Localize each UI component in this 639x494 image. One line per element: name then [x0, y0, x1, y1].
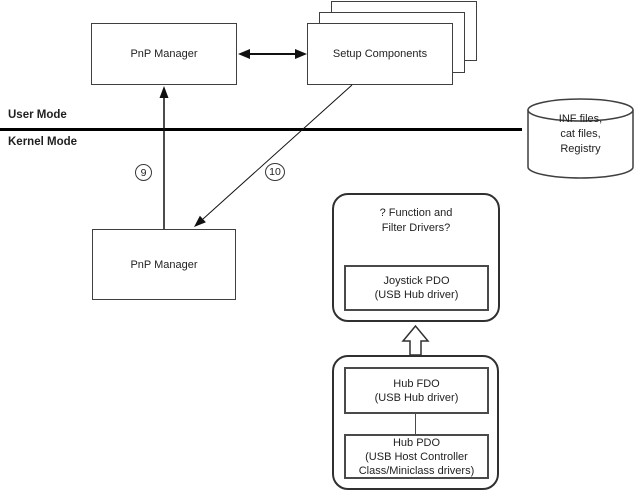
- pnp-setup-double-arrow: [238, 49, 307, 59]
- setup-components-label: Setup Components: [332, 48, 428, 60]
- step-10-number: 10: [269, 166, 281, 178]
- pnp-manager-user-label: PnP Manager: [130, 48, 198, 60]
- joystick-pdo-line: (USB Hub driver): [374, 289, 459, 301]
- arrow-9: [159, 86, 169, 229]
- function-filter-title-line: Filter Drivers?: [381, 222, 451, 234]
- joystick-pdo-box: Joystick PDO (USB Hub driver): [344, 265, 489, 311]
- setup-components-box: Setup Components: [307, 23, 453, 85]
- store-line: INF files,: [558, 113, 603, 125]
- function-filter-title-line: ? Function and: [379, 207, 453, 219]
- hub-fdo-box: Hub FDO (USB Hub driver): [344, 367, 489, 414]
- user-kernel-divider-line: [0, 128, 522, 131]
- joystick-pdo-line: Joystick PDO: [383, 275, 450, 287]
- function-filter-group-title: ? Function and Filter Drivers?: [332, 206, 500, 236]
- hub-pdo-line: Hub PDO: [392, 436, 441, 449]
- pnp-manager-kernel-label: PnP Manager: [130, 258, 198, 271]
- hub-pdo-line: Class/Miniclass drivers): [358, 464, 475, 477]
- pnp-manager-user-box: PnP Manager: [91, 23, 237, 85]
- hub-fdo-line: Hub FDO: [393, 377, 440, 390]
- step-9-badge: 9: [135, 164, 152, 181]
- arrow-10: [194, 84, 353, 227]
- block-arrow-up-icon: [401, 324, 430, 356]
- step-10-badge: 10: [265, 163, 285, 181]
- step-9-number: 9: [140, 166, 147, 179]
- store-line: cat files,: [560, 128, 601, 140]
- hub-fdo-pdo-connector-line: [415, 413, 416, 434]
- hub-pdo-box: Hub PDO (USB Host Controller Class/Minic…: [344, 434, 489, 479]
- hub-pdo-line: (USB Host Controller: [365, 450, 468, 463]
- kernel-mode-label: Kernel Mode: [8, 136, 78, 148]
- store-line: Registry: [560, 143, 601, 155]
- user-mode-label: User Mode: [8, 109, 67, 121]
- store-text: INF files, cat files, Registry: [528, 112, 633, 157]
- pnp-manager-kernel-box: PnP Manager: [92, 229, 236, 300]
- hub-fdo-line: (USB Hub driver): [374, 391, 459, 404]
